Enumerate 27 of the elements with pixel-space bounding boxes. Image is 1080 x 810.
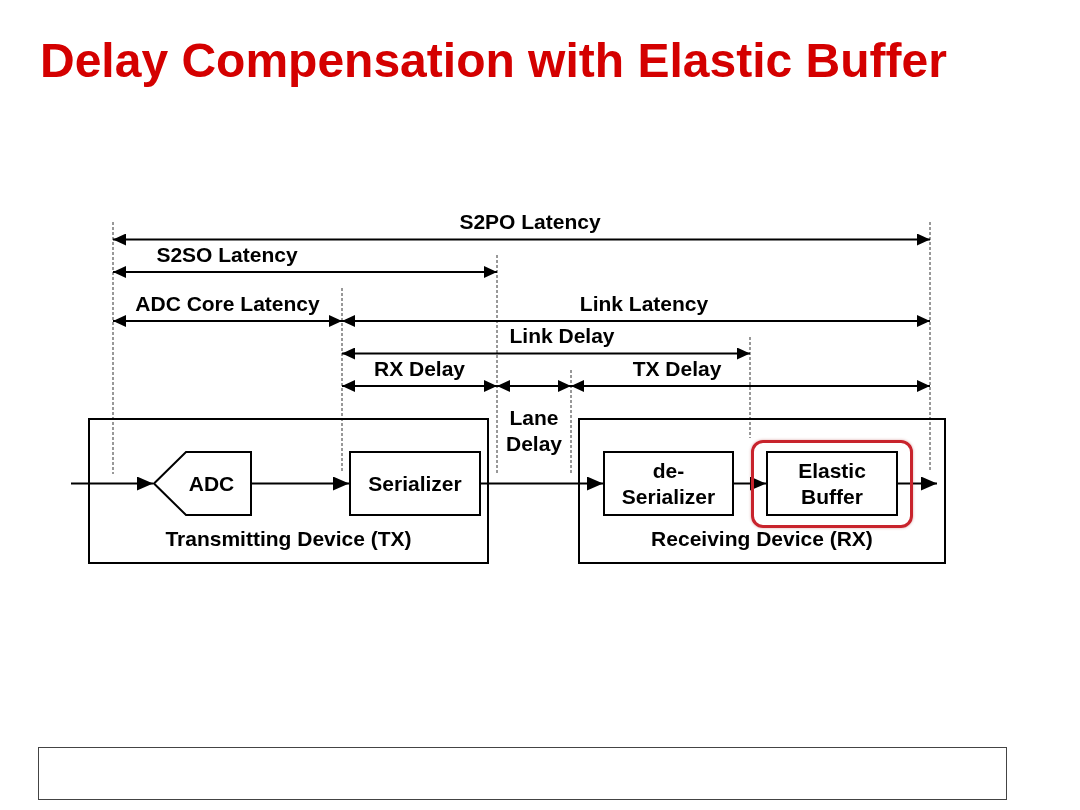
dimension-label: S2PO Latency [458, 209, 602, 235]
block-label: ADC [188, 470, 235, 497]
dimension-label: Lane Delay [504, 404, 563, 457]
signal-arrow [733, 476, 767, 491]
device-box [88, 418, 489, 564]
dimension-label: Link Delay [508, 323, 616, 349]
process-box [766, 451, 898, 516]
signal-arrow [251, 476, 350, 491]
signal-arrow [480, 476, 604, 491]
adc-block [153, 451, 252, 516]
device-label: Receiving Device (RX) [651, 526, 873, 552]
dimension-label: ADC Core Latency [134, 291, 321, 317]
signal-arrow [897, 476, 938, 491]
block-label: Elastic Buffer [797, 457, 867, 510]
highlight-frame [751, 440, 913, 528]
slide-title: Delay Compensation with Elastic Buffer [40, 33, 947, 89]
block-label: de- Serializer [620, 457, 717, 510]
block-label: Serializer [368, 470, 462, 497]
dimension-label: Link Latency [578, 291, 710, 317]
dimension-label: RX Delay [372, 356, 466, 382]
process-box [349, 451, 481, 516]
dimension-label: S2SO Latency [155, 242, 299, 268]
process-box [603, 451, 734, 516]
device-label: Transmitting Device (TX) [165, 526, 412, 552]
device-box [578, 418, 946, 564]
signal-arrow [70, 476, 154, 491]
dimension-label: TX Delay [631, 356, 723, 382]
